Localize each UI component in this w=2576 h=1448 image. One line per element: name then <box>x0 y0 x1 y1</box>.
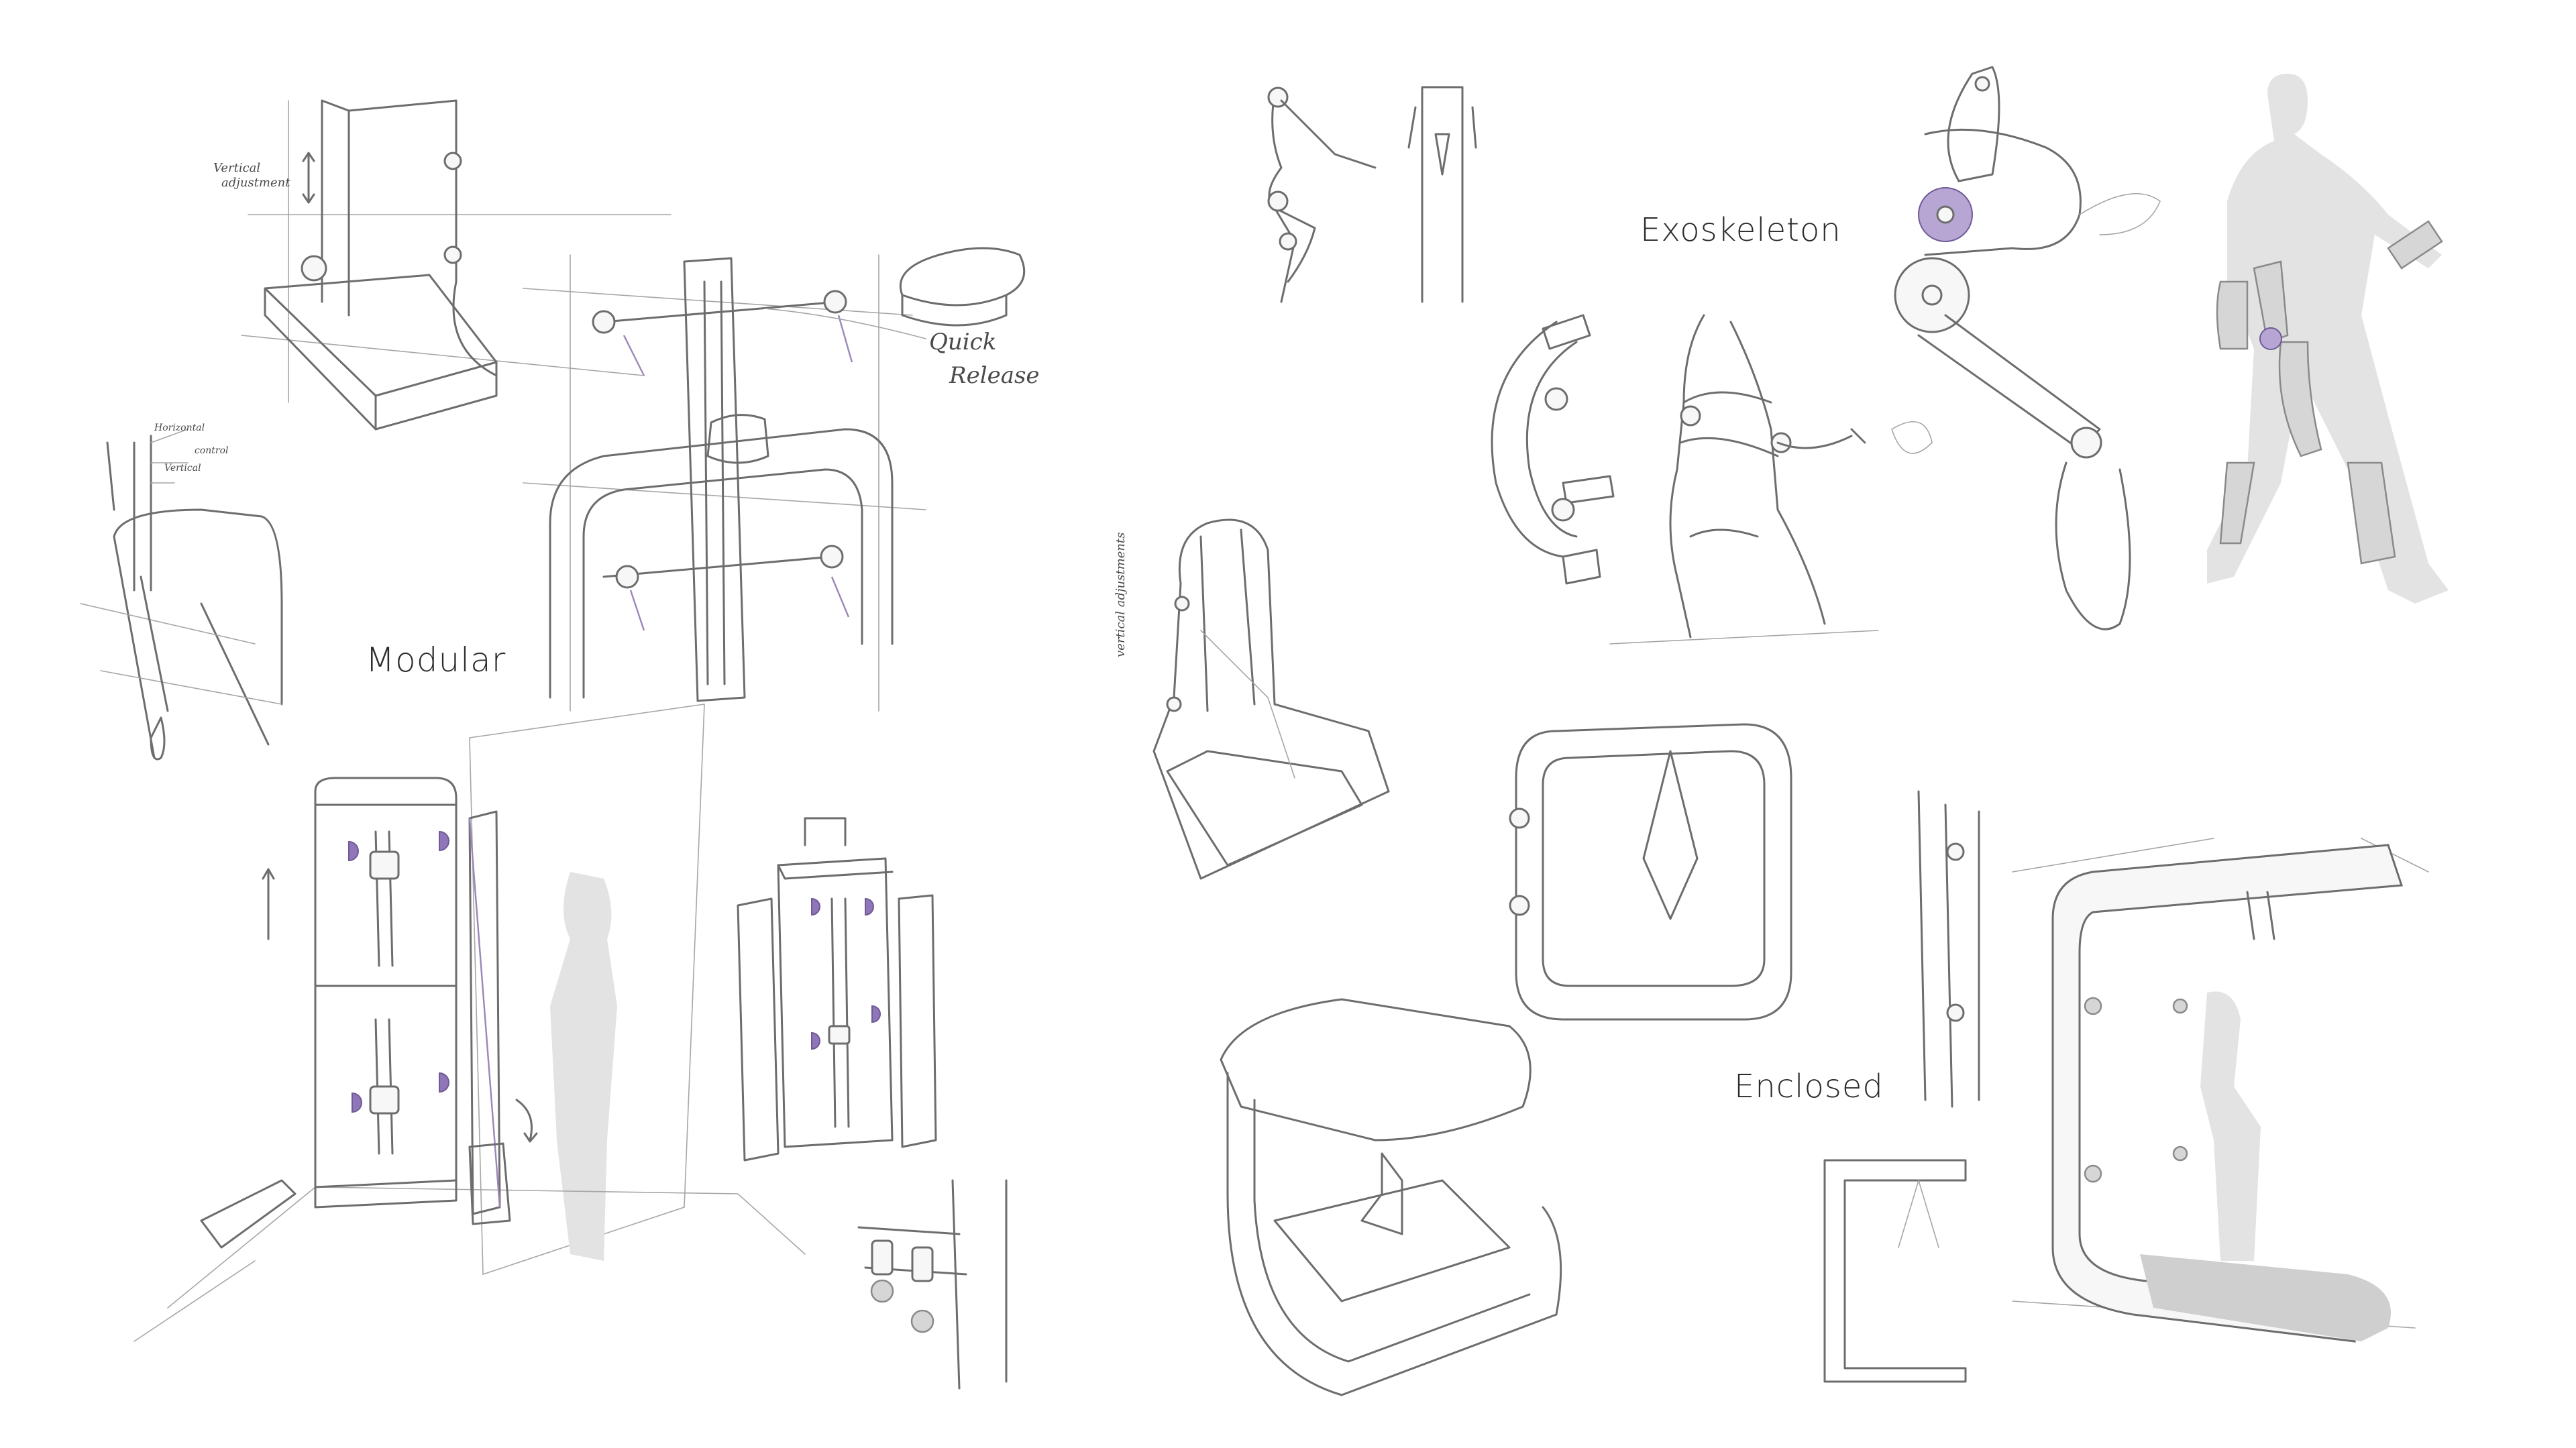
annotation-horizontal: Horizontal <box>154 423 205 433</box>
annotation-quick: Quick <box>929 329 997 355</box>
gear-leg-mechanism-sketch <box>1891 66 2161 630</box>
annotation-control: control <box>195 445 229 456</box>
annotation-release: Release <box>949 362 1040 389</box>
folding-unit-sketch <box>737 817 937 1162</box>
annotation-vertical-small: Vertical <box>164 463 201 474</box>
annotation-vertical-adjustments: vertical adjustments <box>1114 532 1128 657</box>
annotation-adjustment: adjustment <box>221 176 290 190</box>
wheel-bracket-sketch <box>857 1179 1008 1390</box>
vertical-adjustments-sketch <box>1152 518 1390 880</box>
quick-release-sketch <box>523 247 1026 712</box>
annotation-vertical: Vertical <box>213 161 261 175</box>
bench-frame-sketch <box>1220 998 1562 1396</box>
enclosed-treadmill-render <box>2012 838 2429 1343</box>
modular-tower-sketch <box>133 704 806 1342</box>
exo-walking-figure-sketch <box>1609 314 1879 645</box>
section-label-exoskeleton: Exoskeleton <box>1640 211 1841 249</box>
section-label-modular: Modular <box>366 641 506 679</box>
exo-silhouette-render <box>2207 74 2449 604</box>
rounded-frame-sketch <box>1509 723 1792 1021</box>
section-label-enclosed: Enclosed <box>1734 1068 1884 1105</box>
vertical-rail-sketch <box>80 429 283 761</box>
exo-clamp-sketch <box>1491 314 1615 585</box>
enclosed-frames-sketch <box>1823 790 1980 1383</box>
exoskeleton-figures-sketch <box>1267 86 1477 303</box>
wall-bracket-sketch <box>241 99 672 431</box>
